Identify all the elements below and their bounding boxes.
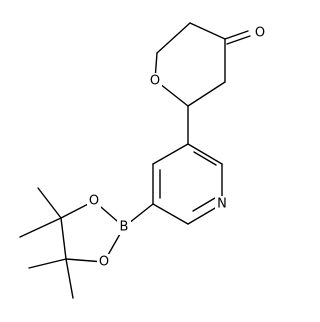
bond-c5-c4: [189, 22, 226, 40]
oxanone-ring: [154, 22, 251, 107]
atom-pyridine-nitrogen: N: [215, 196, 229, 212]
bond-c6-c5: [156, 22, 191, 54]
atom-boronate-oxygen-top: O: [87, 193, 101, 209]
pyridine-ring: [152, 143, 223, 225]
bond-py-c3-c2: [187, 143, 223, 165]
boronate-oxygen-top-label: O: [89, 194, 99, 209]
bond-c3-c2: [187, 81, 226, 107]
molecule-structure: O O N B O O: [19, 22, 267, 299]
bond-methyl-2: [19, 217, 62, 238]
bond-py-double-2: [192, 197, 216, 212]
dioxaborolane-ring: [19, 187, 125, 299]
atom-ketone-oxygen: O: [253, 25, 267, 41]
bond-methyl-3: [28, 258, 67, 269]
bond-methyl-4: [65, 258, 74, 299]
pyridine-nitrogen-label: N: [217, 197, 227, 212]
bond-py-c6-c5: [152, 203, 189, 225]
bond-py-c4-c3: [152, 143, 189, 165]
ring-oxygen-label: O: [150, 74, 160, 89]
bond-c-c-pinacol: [60, 217, 67, 260]
bond-ketone-2: [226, 35, 251, 45]
structure-canvas: O O N B O O: [19, 22, 267, 299]
boron-label: B: [120, 220, 129, 235]
atom-boron: B: [117, 219, 131, 235]
atom-boronate-oxygen-bottom: O: [97, 254, 111, 270]
ketone-oxygen-label: O: [255, 26, 265, 41]
boronate-oxygen-bottom-label: O: [99, 255, 109, 270]
atom-ring-oxygen: O: [148, 73, 162, 89]
bond-ketone-1: [224, 30, 249, 40]
bond-methyl-1: [37, 187, 62, 219]
bond-py-double-1: [193, 151, 217, 166]
